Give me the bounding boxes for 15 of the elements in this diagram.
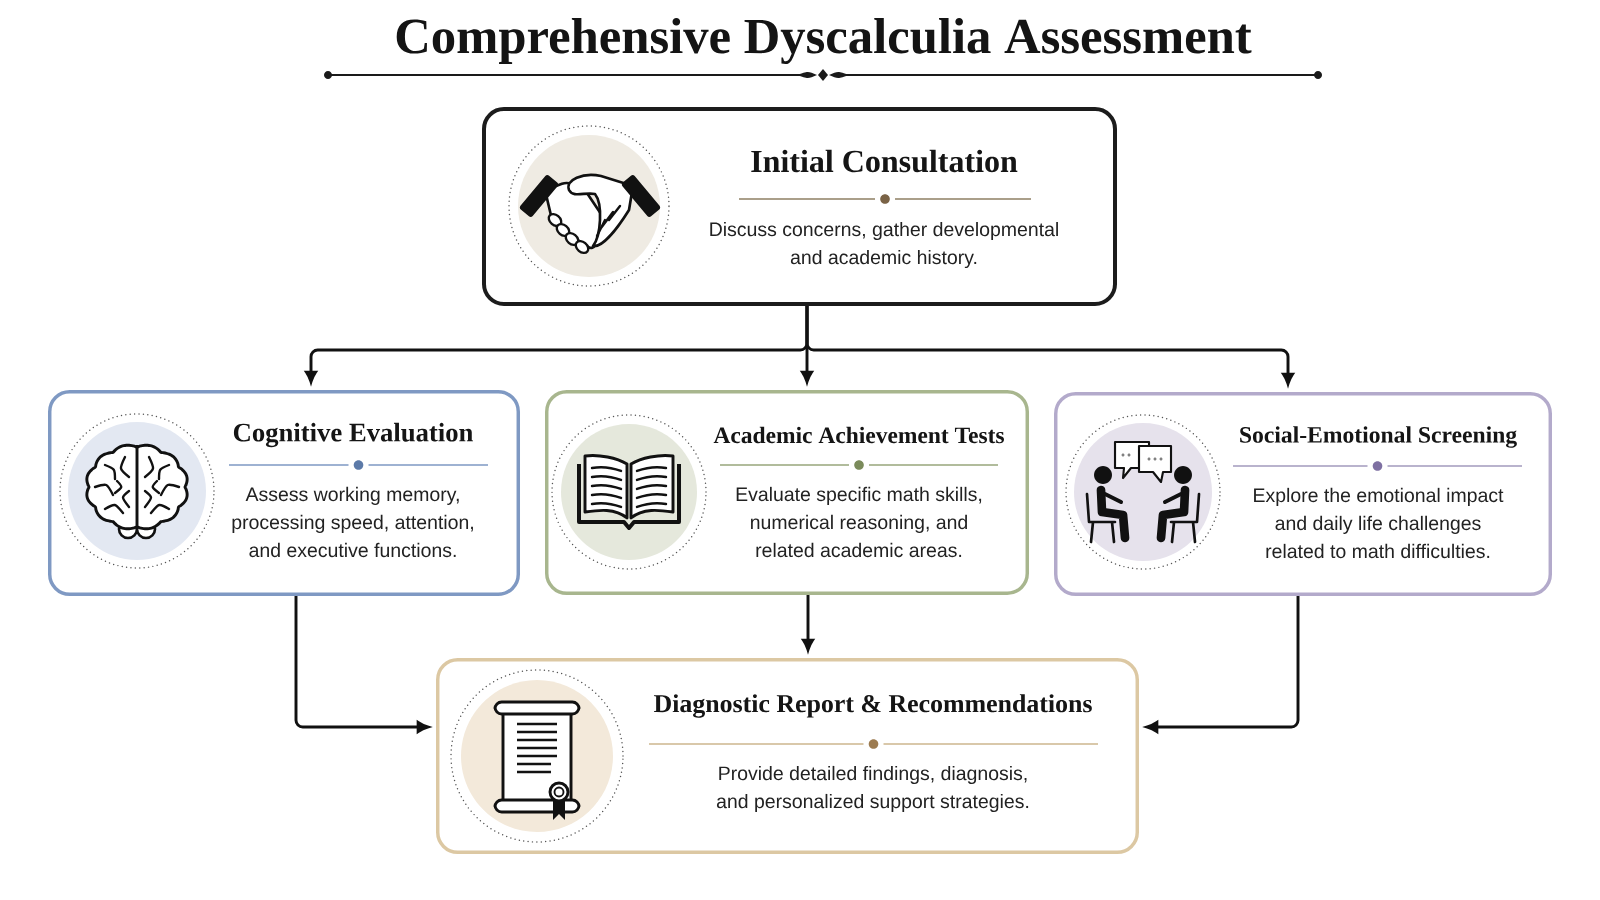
step-title: Academic Achievement Tests [713,426,1004,444]
step-title: Diagnostic Report & Recommendations [654,694,1092,718]
step-description: Provide detailed findings, diagnosis, and personalized support strategies. [716,765,1029,813]
step-title: Cognitive Evaluation [233,422,473,448]
arrow [802,595,814,652]
arrow [805,306,1294,386]
step-description: Discuss concerns, gather developmental and academic history. [710,221,1058,269]
step-title: Social-Emotional Screening [1240,426,1517,448]
arrow [1145,596,1300,733]
title: Comprehensive Dyscalculia Assessment [396,17,1252,65]
step-description: Assess working memory, processing speed, attention, and executive functions. [232,486,473,558]
step-description: Explore the emotional impact and daily life challenges related to math difficulties. [1254,487,1504,559]
step-title: Initial Consultation [751,149,1018,173]
step-description: Evaluate specific math skills, numerical reasoning, and related academic areas. [736,486,982,558]
arrow [294,596,430,733]
